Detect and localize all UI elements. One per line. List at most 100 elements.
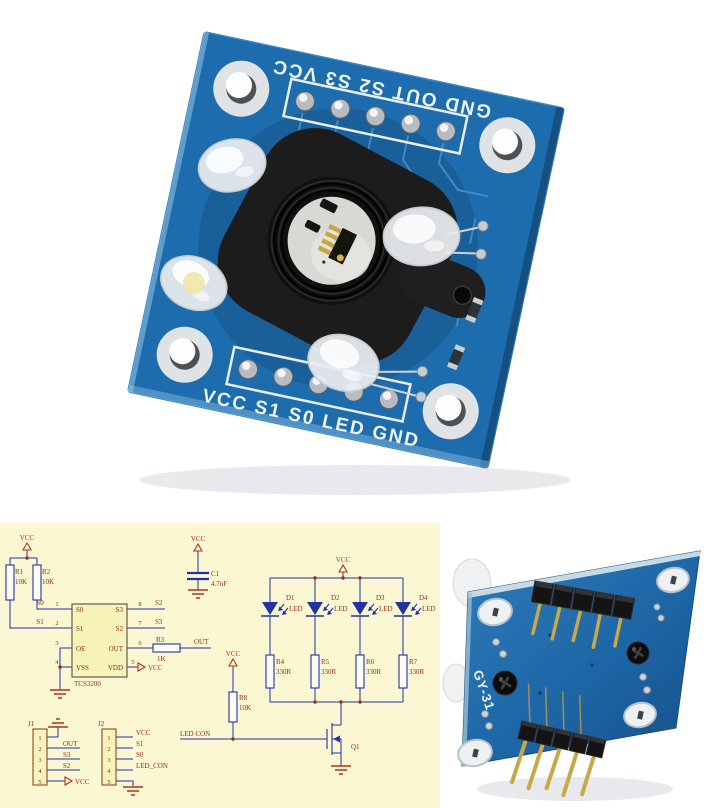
d4-label: LED <box>422 605 436 613</box>
chip-pin-s0: S0 <box>76 606 84 614</box>
vcc-symbol-r8: VCC <box>226 650 241 667</box>
net-s2: S2 <box>155 599 163 607</box>
vcc-symbol-ledrail: VCC <box>336 556 351 573</box>
front-module-photo: GND OUT S2 S3 VCC VCC S1 S0 LED GND <box>127 31 570 495</box>
svg-text:VCC: VCC <box>191 535 206 543</box>
led-d1: D1 LED <box>260 594 303 617</box>
junction-dots <box>25 556 362 741</box>
ground-j1 <box>47 718 69 728</box>
resistor-r6: R6 330R <box>355 654 382 689</box>
q1-ref: Q1 <box>351 743 360 751</box>
net-s3: S3 <box>155 618 163 626</box>
led-d4: D4 LED <box>393 594 436 617</box>
r5-value: 330R <box>321 668 337 676</box>
r2-value: 10K <box>42 578 54 586</box>
r7-ref: R7 <box>409 658 418 666</box>
pcb-back-left-edge <box>462 592 472 767</box>
net-s1: S1 <box>36 618 44 626</box>
tab-hole <box>452 285 473 306</box>
j1-label-out: OUT <box>63 740 78 748</box>
resistor-r7: R7 330R <box>398 654 425 689</box>
mounting-holes <box>156 60 536 440</box>
j2-pin2: 2 <box>107 746 110 753</box>
resistor-r2 <box>32 564 42 601</box>
net-out: OUT <box>194 638 209 646</box>
j1-ref: J1 <box>28 720 35 728</box>
chip-tcs3200: S0 S1 OE VSS S3 S2 OUT VDD TCS3200 1 2 3… <box>36 599 209 699</box>
j2-label-ledcon: LED_CON <box>136 762 168 770</box>
tcs3200-sensor-chip <box>317 223 358 265</box>
top-header-silkscreen-box <box>281 77 469 155</box>
pin-num-6: 6 <box>138 640 141 647</box>
r3-ref: R3 <box>156 636 165 644</box>
r5-ref: R5 <box>321 658 330 666</box>
resistor-r8: R8 10K <box>228 691 251 723</box>
j1-label-s3: S3 <box>63 751 71 759</box>
connector-j2: J2 1 2 3 4 5 VCC S1 S0 LED_CON <box>98 720 168 796</box>
j2-ref: J2 <box>98 720 105 728</box>
back-top-header <box>530 580 636 649</box>
pin-num-1: 1 <box>55 601 58 608</box>
pcb-right-edge <box>479 106 565 469</box>
back-board-shadow <box>477 777 673 801</box>
r6-value: 330R <box>366 668 382 676</box>
pin-num-4: 4 <box>55 659 59 666</box>
led-phosphor <box>182 272 205 295</box>
schematic-diagram: R1 10K R2 10K VCC VCC VCC VCC C1 4.7nF <box>5 534 436 796</box>
schematic-wires <box>9 550 404 787</box>
j1-label-s2: S2 <box>63 762 71 770</box>
r1-ref: R1 <box>15 568 24 576</box>
r2-ref: R2 <box>42 568 51 576</box>
pin-num-5: 5 <box>131 659 134 666</box>
j1-pin1: 1 <box>38 735 41 742</box>
svg-text:VCC: VCC <box>226 650 241 658</box>
chip-pin-out: OUT <box>109 645 124 653</box>
chip-pin-s3: S3 <box>116 606 124 614</box>
r4-ref: R4 <box>276 658 285 666</box>
mosfet-q1: Q1 <box>326 723 360 775</box>
j1-pin3: 3 <box>38 757 41 764</box>
svg-text:VCC: VCC <box>148 664 163 672</box>
through-pins-thin <box>527 683 582 735</box>
chip-pin-oe: OE <box>76 645 85 653</box>
j1-pin2: 2 <box>38 746 41 753</box>
r1-value: 10K <box>15 578 27 586</box>
housing-tab <box>400 252 486 318</box>
vcc-symbol-vdd: VCC <box>137 662 163 672</box>
pin-num-8: 8 <box>138 601 141 608</box>
c1-ref: C1 <box>211 570 220 578</box>
front-board: GND OUT S2 S3 VCC VCC S1 S0 LED GND <box>127 31 565 469</box>
vcc-symbol-1: VCC <box>20 534 35 551</box>
d3-label: LED <box>379 605 393 613</box>
ground-j2 <box>122 786 144 796</box>
pin-num-2: 2 <box>55 620 58 627</box>
resistor-r1 <box>5 564 15 601</box>
vcc-symbol-j1: VCC <box>64 776 90 786</box>
resistor-r3: R3 1K <box>152 636 181 663</box>
net-led-con: LED CON <box>180 730 210 738</box>
led-d2: D2 LED <box>305 594 348 617</box>
r3-value: 1K <box>157 655 166 663</box>
header-pins-gold <box>531 601 623 649</box>
smd-resistors <box>446 296 484 371</box>
r4-value: 330R <box>276 668 292 676</box>
j2-label-vcc: VCC <box>136 729 151 737</box>
led-bottom-left <box>151 245 236 321</box>
d2-ref: D2 <box>331 594 340 602</box>
d2-label: LED <box>334 605 348 613</box>
led-d3: D3 LED <box>350 594 393 617</box>
c1-value: 4.7nF <box>211 580 227 588</box>
j2-label-s1: S1 <box>136 740 144 748</box>
r7-value: 330R <box>409 668 425 676</box>
chip-pin-s2: S2 <box>116 625 124 633</box>
j2-label-s0: S0 <box>136 751 144 759</box>
back-bottom-header <box>509 683 607 798</box>
svg-text:VCC: VCC <box>336 556 351 564</box>
j1-pin4: 4 <box>38 768 42 775</box>
ground-q1 <box>330 765 352 775</box>
schematic-panel: R1 10K R2 10K VCC VCC VCC VCC C1 4.7nF <box>0 523 440 808</box>
pcb-bottom-edge <box>127 384 490 469</box>
d3-ref: D3 <box>376 594 385 602</box>
front-board-shadow <box>140 465 570 495</box>
